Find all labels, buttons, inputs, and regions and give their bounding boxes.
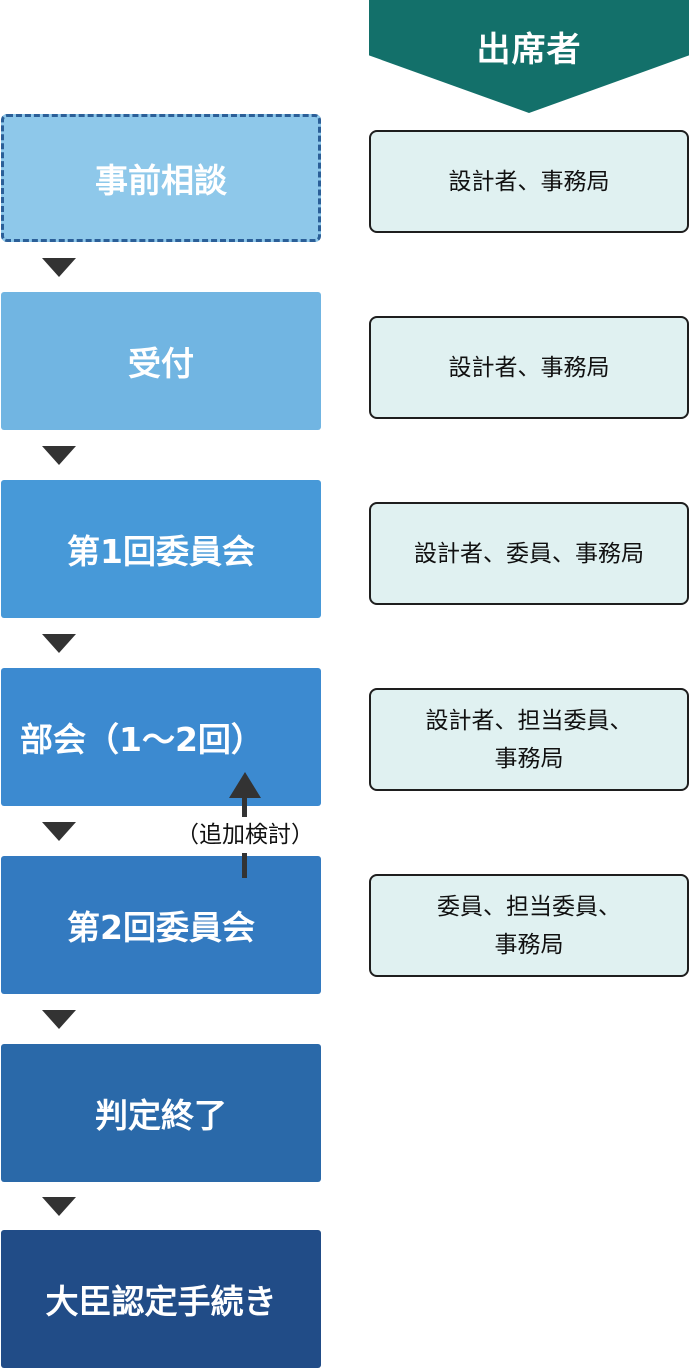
step-label: 第2回委員会 — [67, 908, 255, 947]
step-judgment-complete: 判定終了 — [1, 1044, 321, 1182]
step-label: 判定終了 — [95, 1096, 227, 1135]
attendees-first-committee: 設計者、委員、事務局 — [369, 502, 689, 605]
attendees-line: 事務局 — [494, 931, 564, 958]
attendees-line: 委員、担当委員、 — [437, 893, 621, 920]
step-minister-certification: 大臣認定手続き — [1, 1230, 321, 1368]
step-second-committee: 第2回委員会 — [1, 856, 321, 994]
down-arrow-icon — [42, 1197, 76, 1216]
attendees-second-committee: 委員、担当委員、 事務局 — [369, 874, 689, 977]
attendees-reception: 設計者、事務局 — [369, 316, 689, 419]
down-arrow-icon — [42, 634, 76, 653]
up-arrow-icon — [229, 772, 261, 798]
return-arrow-label: （追加検討） — [172, 817, 318, 853]
attendees-line: 設計者、事務局 — [448, 168, 610, 195]
step-label: 部会（1〜2回） — [20, 720, 264, 759]
step-first-committee: 第1回委員会 — [1, 480, 321, 618]
step-pre-consultation: 事前相談 — [1, 114, 321, 242]
down-arrow-icon — [42, 1010, 76, 1029]
step-reception: 受付 — [1, 292, 321, 430]
down-arrow-icon — [42, 258, 76, 277]
attendees-subcommittee: 設計者、担当委員、 事務局 — [369, 688, 689, 791]
step-label: 大臣認定手続き — [45, 1282, 277, 1321]
attendees-line: 事務局 — [494, 745, 564, 772]
attendees-line: 設計者、委員、事務局 — [414, 540, 644, 567]
attendees-line: 設計者、担当委員、 — [425, 707, 633, 734]
attendees-line: 設計者、事務局 — [448, 354, 610, 381]
down-arrow-icon — [42, 446, 76, 465]
attendees-pre-consultation: 設計者、事務局 — [369, 130, 689, 233]
step-label: 受付 — [128, 344, 194, 383]
down-arrow-icon — [42, 822, 76, 841]
step-label: 事前相談 — [95, 161, 227, 200]
attendees-header: 出席者 — [369, 0, 689, 113]
step-subcommittee: 部会（1〜2回） — [1, 668, 321, 806]
step-label: 第1回委員会 — [67, 532, 255, 571]
attendees-header-label: 出席者 — [476, 30, 582, 70]
